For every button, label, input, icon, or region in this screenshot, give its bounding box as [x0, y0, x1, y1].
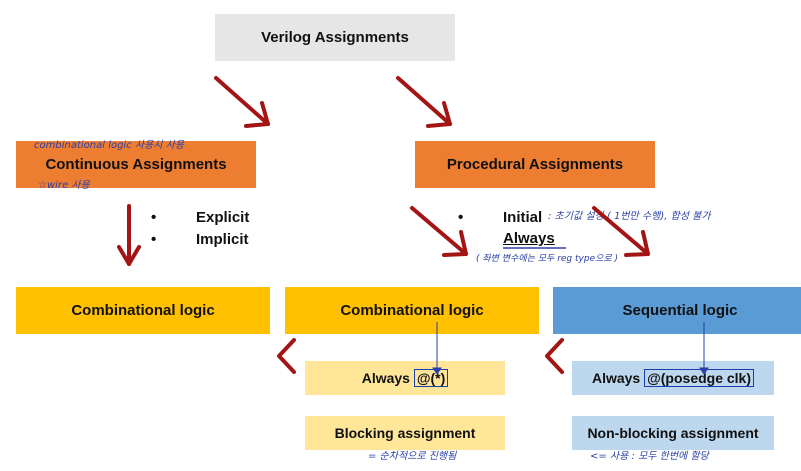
- sequential-logic-box: Sequential logic: [553, 287, 801, 334]
- combinational-logic-mid-box: Combinational logic: [285, 287, 539, 334]
- continuous-assignments-label: Continuous Assignments: [45, 156, 227, 173]
- combinational-logic-left-box: Combinational logic: [16, 287, 270, 334]
- always-posedge-sensitivity: @(posedge clk): [644, 369, 755, 387]
- continuous-type-bullet-2: •: [151, 231, 157, 248]
- always-note: ( 좌변 변수에는 모두 reg type으로 ): [476, 254, 619, 264]
- arrow-title-to-procedural-head: [426, 101, 452, 128]
- title-label: Verilog Assignments: [261, 29, 409, 46]
- continuous-note-top: combinational logic 사용시 사용: [34, 140, 185, 151]
- always-posedge-box: Always @(posedge clk): [572, 361, 774, 395]
- initial-note: : 초기값 설정 ( 1번만 수행), 합성 불가: [548, 211, 711, 222]
- arrow-continuous-to-combinational-head: [117, 245, 141, 266]
- combinational-logic-mid-label: Combinational logic: [340, 302, 484, 319]
- always-star-sensitivity: @(*): [413, 369, 449, 387]
- procedural-type-always: Always: [503, 230, 555, 247]
- non-blocking-assignment-box: Non-blocking assignment: [572, 416, 774, 450]
- continuous-type-implicit: Implicit: [196, 231, 249, 248]
- procedural-type-bullet-1: •: [458, 209, 464, 226]
- arrow-title-to-procedural: [396, 76, 452, 126]
- connector-mid-head: [432, 367, 442, 375]
- arrow-procedural-to-sequential: [592, 206, 650, 256]
- procedural-assignments-label: Procedural Assignments: [446, 156, 624, 173]
- arrow-title-to-continuous-head: [244, 101, 270, 128]
- continuous-type-explicit: Explicit: [196, 209, 250, 226]
- always-star-prefix: Always: [361, 370, 410, 386]
- combinational-logic-left-label: Combinational logic: [71, 302, 215, 319]
- connector-seq-head: [699, 367, 709, 375]
- title-box: Verilog Assignments: [215, 14, 455, 61]
- blocking-assignment-box: Blocking assignment: [305, 416, 505, 450]
- continuous-assignments-box: Continuous Assignments: [16, 141, 256, 188]
- continuous-note-bottom: ☆wire 사용: [38, 180, 90, 191]
- chevron-mid-to-left: [277, 338, 296, 374]
- blocking-assignment-note: = 순차적으로 진행됨: [368, 451, 457, 462]
- blocking-assignment-label: Blocking assignment: [334, 425, 476, 441]
- arrow-procedural-to-sequential-head: [624, 230, 650, 257]
- non-blocking-assignment-note: <= 사용 : 모두 한번에 할당: [590, 451, 709, 462]
- arrow-procedural-to-combinational: [410, 206, 468, 256]
- always-posedge-prefix: Always: [591, 370, 641, 386]
- sequential-logic-label: Sequential logic: [622, 302, 738, 319]
- arrow-title-to-continuous: [214, 76, 270, 126]
- non-blocking-assignment-label: Non-blocking assignment: [587, 425, 759, 441]
- chevron-seq-to-mid: [545, 338, 564, 374]
- continuous-type-bullet-1: •: [151, 209, 157, 226]
- always-star-box: Always @(*): [305, 361, 505, 395]
- procedural-assignments-box: Procedural Assignments: [415, 141, 655, 188]
- procedural-type-initial: Initial: [503, 209, 543, 226]
- arrow-procedural-to-combinational-head: [442, 230, 468, 257]
